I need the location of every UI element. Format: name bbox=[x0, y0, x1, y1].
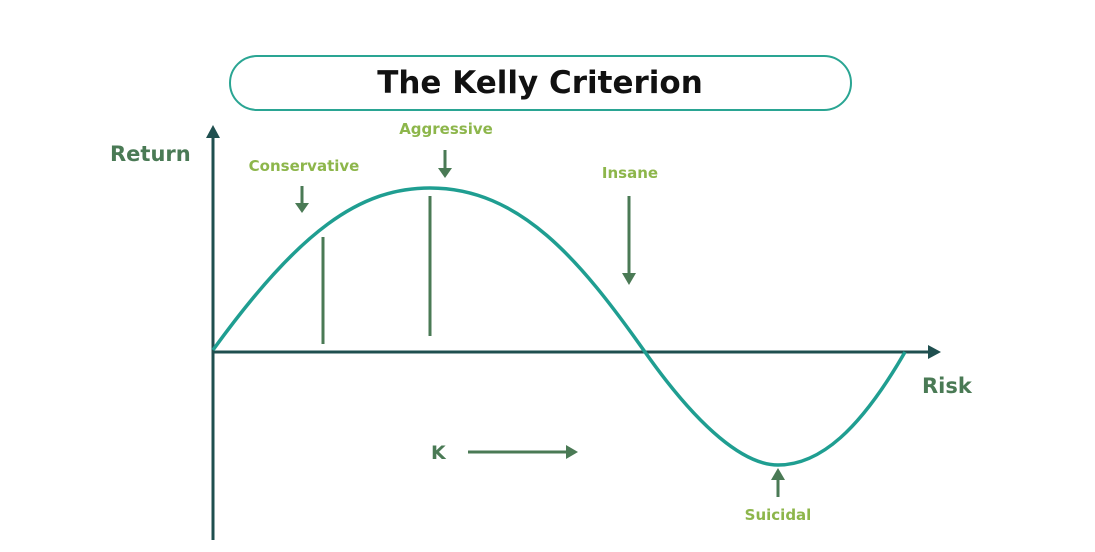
title-border bbox=[229, 55, 852, 111]
suicidal-arrow-up-icon bbox=[771, 468, 785, 480]
suicidal-zone: Suicidal bbox=[745, 468, 812, 524]
x-axis: Risk bbox=[213, 345, 973, 398]
aggressive-arrow-down-icon bbox=[438, 168, 452, 178]
aggressive-zone: Aggressive bbox=[399, 120, 493, 178]
insane-label: Insane bbox=[602, 164, 658, 182]
k-label: K bbox=[431, 442, 447, 464]
aggressive-label: Aggressive bbox=[399, 120, 493, 138]
title-box: The Kelly Criterion bbox=[229, 55, 852, 111]
return-curve bbox=[211, 186, 907, 467]
k-arrow-right-icon bbox=[566, 445, 578, 459]
y-axis: Return bbox=[110, 125, 220, 540]
x-axis-label: Risk bbox=[922, 374, 973, 398]
y-axis-arrowhead-icon bbox=[206, 125, 220, 138]
insane-zone: Insane bbox=[602, 164, 658, 285]
conservative-arrow-down-icon bbox=[295, 203, 309, 213]
suicidal-label: Suicidal bbox=[745, 506, 812, 524]
k-indicator: K bbox=[431, 442, 578, 464]
x-axis-arrowhead-icon bbox=[928, 345, 941, 359]
y-axis-label: Return bbox=[110, 142, 191, 166]
diagram-title: The Kelly Criterion bbox=[377, 65, 703, 101]
conservative-zone: Conservative bbox=[249, 157, 360, 213]
insane-arrow-down-icon bbox=[622, 273, 636, 285]
conservative-label: Conservative bbox=[249, 157, 360, 175]
